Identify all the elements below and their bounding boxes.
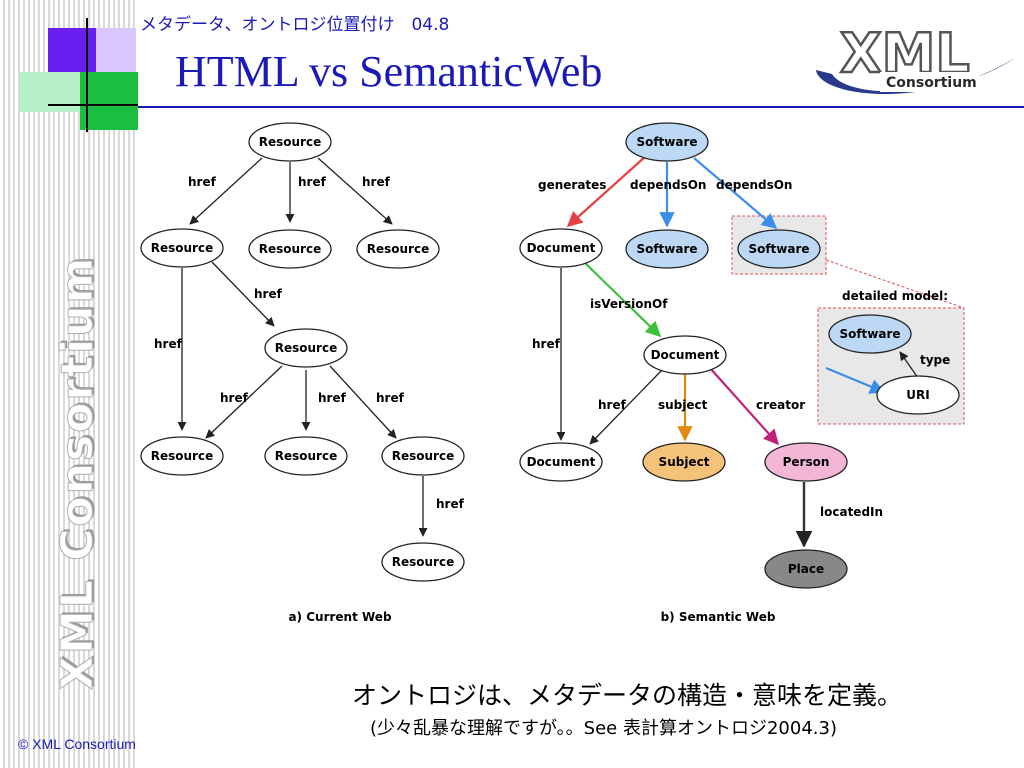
svg-text:Resource: Resource [392, 555, 454, 569]
edge-label-href: href [362, 175, 391, 189]
edge-label-href: href [436, 497, 465, 511]
resource-node: Resource [264, 328, 348, 368]
edge-label-href: href [154, 337, 183, 351]
deco-square-green [80, 72, 138, 130]
svg-text:Resource: Resource [275, 341, 337, 355]
slide-title: HTML vs SemanticWeb [175, 47, 603, 96]
current-web-diagram: href href href href href href href href … [140, 122, 465, 624]
footer-note: (少々乱暴な理解ですが。。See 表計算オントロジ2004.3) [370, 718, 837, 739]
resource-node: Resource [140, 436, 224, 476]
resource-node: Resource [381, 436, 465, 476]
deco-square-purple [48, 28, 98, 72]
edge-href [189, 157, 263, 225]
edge-dependson [693, 157, 778, 229]
copyright: © XML Consortium [18, 736, 136, 752]
svg-text:URI: URI [906, 388, 929, 402]
edge-label-href: href [188, 175, 217, 189]
xml-consortium-logo: XML Consortium [816, 21, 1015, 94]
resource-node: Resource [264, 436, 348, 476]
edge-label-dependson: dependsOn [716, 178, 792, 192]
side-watermark: XML Consortium [52, 255, 104, 690]
resource-node: Resource [356, 229, 440, 269]
title-underline [138, 106, 1024, 108]
person-node: Person [764, 442, 848, 482]
edge-label-href: href [318, 391, 347, 405]
edge-label-href: href [298, 175, 327, 189]
edge-detail-software [825, 366, 886, 394]
svg-text:Document: Document [527, 455, 596, 469]
semantic-web-diagram: detailed model: generates dependsOn depe… [519, 122, 965, 624]
caption-semantic-web: b) Semantic Web [661, 610, 776, 624]
software-node: Software [625, 122, 709, 162]
svg-text:Resource: Resource [151, 449, 213, 463]
svg-text:Person: Person [783, 455, 830, 469]
edge-href [211, 261, 275, 327]
svg-text:Resource: Resource [259, 242, 321, 256]
edge-label-creator: creator [756, 398, 805, 412]
resource-node: Resource [381, 542, 465, 582]
svg-text:Resource: Resource [367, 242, 429, 256]
edge-label-subject: subject [658, 398, 708, 412]
edge-isversionof [583, 261, 662, 338]
edge-href [317, 157, 393, 225]
deco-line-horizontal [48, 104, 138, 106]
edge-label-href: href [598, 398, 627, 412]
edge-label-href: href [532, 337, 561, 351]
edge-href [589, 369, 663, 445]
svg-text:Document: Document [651, 348, 720, 362]
place-node: Place [764, 549, 848, 589]
footer-statement: オントロジは、メタデータの構造・意味を定義。 [352, 681, 903, 710]
document-node: Document [519, 442, 603, 482]
svg-text:Resource: Resource [392, 449, 454, 463]
edge-label-type: type [920, 353, 950, 367]
svg-text:Resource: Resource [151, 241, 213, 255]
logo-sub-bg [880, 72, 980, 92]
resource-node: Resource [140, 228, 224, 268]
edge-generates [566, 155, 647, 228]
logo-sub: Consortium [886, 75, 977, 91]
software-node: Software [625, 229, 709, 269]
resource-node: Resource [248, 229, 332, 269]
svg-text:Document: Document [527, 241, 596, 255]
caption-current-web: a) Current Web [288, 610, 391, 624]
edge-label-locatedin: locatedIn [820, 505, 883, 519]
software-node: Software [737, 229, 821, 269]
svg-text:Resource: Resource [259, 135, 321, 149]
detail-software-node: Software [828, 314, 912, 354]
edge-href [329, 365, 397, 439]
svg-text:Place: Place [788, 562, 824, 576]
edge-label-href: href [254, 287, 283, 301]
edge-creator [709, 367, 780, 446]
web-comparison-figure: href href href href href href href href … [140, 122, 965, 624]
svg-text:Software: Software [839, 327, 900, 341]
edge-type [899, 351, 919, 379]
edge-label-dependson: dependsOn [630, 178, 706, 192]
edge-href [205, 365, 283, 439]
uri-node: URI [876, 375, 960, 415]
document-node: Document [643, 335, 727, 375]
slide-subtitle: メタデータ、オントロジ位置付け 04.8 [140, 15, 450, 35]
svg-text:Subject: Subject [659, 455, 710, 469]
resource-node: Resource [248, 122, 332, 162]
deco-square-lightpurple [96, 28, 136, 72]
edge-label-href: href [220, 391, 249, 405]
deco-square-mint [20, 72, 80, 112]
edge-label-isversionof: isVersionOf [590, 297, 668, 311]
deco-line-vertical [86, 18, 88, 132]
svg-text:Software: Software [748, 242, 809, 256]
svg-text:Software: Software [636, 135, 697, 149]
svg-text:Software: Software [636, 242, 697, 256]
edge-label-href: href [376, 391, 405, 405]
document-node: Document [519, 228, 603, 268]
svg-text:Resource: Resource [275, 449, 337, 463]
detail-connector [825, 259, 965, 309]
detailed-model-heading: detailed model: [842, 289, 948, 303]
edge-label-generates: generates [538, 178, 606, 192]
subject-node: Subject [642, 442, 726, 482]
